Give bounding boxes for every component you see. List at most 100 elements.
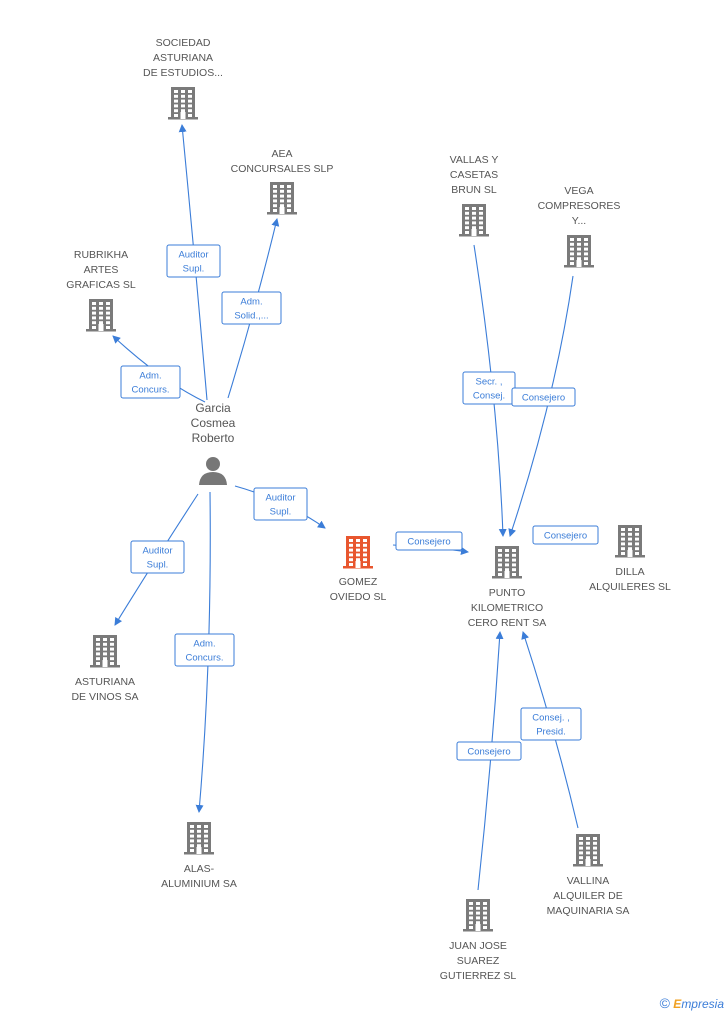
edge-label[interactable]: Adm. Solid.,... [221,291,282,325]
edge-label[interactable]: Consejero [456,741,522,761]
footer-brand: © Empresia [660,995,724,1011]
edge-label-text: Auditor [178,250,208,261]
person-icon [199,457,227,485]
node-label: ASTURIANA [75,676,135,688]
node-label: VALLINA [567,875,609,887]
edge-label-text: Consejero [467,747,510,758]
edge-label-text: Consejero [522,393,565,404]
edge-label-text: Solid.,... [234,311,268,322]
brand-name: mpresia [681,997,724,1011]
node-rubrikha[interactable]: RUBRIKHA ARTES GRAFICAS SL [66,249,136,332]
edge-label-text: Consej. , [532,713,570,724]
node-label: GRAFICAS SL [66,279,136,291]
edge-label-text: Adm. [139,371,161,382]
node-label: KILOMETRICO [471,602,543,614]
node-label: SUAREZ [457,955,500,967]
node-aea[interactable]: AEA CONCURSALES SLP [231,148,334,215]
node-label: JUAN JOSE [449,940,507,952]
building-icon [90,635,120,668]
node-vega[interactable]: VEGACOMPRESORESY... [538,185,621,268]
node-label: OVIEDO SL [330,591,387,603]
building-icon [343,536,373,569]
node-label: ALUMINIUM SA [161,878,237,890]
node-vallina[interactable]: VALLINA ALQUILER DE MAQUINARIA SA [547,834,630,917]
node-label: VEGA [564,185,593,197]
edge-label-text: Adm. [240,297,262,308]
node-label: CONCURSALES SLP [231,163,334,175]
node-label: SOCIEDAD [156,37,211,49]
node-label: ALQUILER DE [553,890,622,902]
edge-label-text: Supl. [183,264,205,275]
node-label: Roberto [192,431,235,445]
edge-label-text: Consejero [544,531,587,542]
edge-line [477,631,504,891]
edge-label[interactable]: Consej. , Presid. [520,707,582,741]
edge-label[interactable]: Secr. , Consej. [462,371,516,405]
edge-label-box [456,741,522,761]
node-alas[interactable]: ALAS- ALUMINIUM SA [161,822,237,890]
node-label: DILLA [615,566,644,578]
edge-label-box [253,487,308,521]
edge-label-box [174,633,235,667]
building-icon [615,525,645,558]
edge-label[interactable]: Consejero [395,531,463,551]
edge-label-text: Supl. [270,507,292,518]
edge-garcia-to-rubrikha: Adm. Concurs. [112,335,206,403]
node-punto[interactable]: PUNTO KILOMETRICO CERO RENT SA [468,546,547,629]
brand-initial: E [673,997,682,1011]
edge-gomez-to-punto: Consejero [392,531,469,555]
copyright-symbol: © [659,995,670,1011]
node-label: GOMEZ [339,576,378,588]
edge-garcia-to-aea: Adm. Solid.,... [221,218,282,399]
edge-dilla-to-punto: Consejero [532,525,599,545]
node-gomez[interactable]: GOMEZ OVIEDO SL [330,536,387,603]
node-label: Cosmea [191,416,236,430]
node-label: RUBRIKHA [74,249,128,261]
edge-label-text: Presid. [536,727,566,738]
node-label: PUNTO [489,587,526,599]
edge-label-text: Secr. , [476,377,503,388]
edge-label-text: Consej. [473,391,505,402]
building-icon [463,899,493,932]
edge-label[interactable]: Consejero [532,525,599,545]
node-label: ALAS- [184,863,215,875]
edge-vallina-to-punto: Consej. , Presid. [520,631,582,829]
node-label: Garcia [195,401,231,415]
node-label: CERO RENT SA [468,617,547,629]
node-label: CASETAS [450,169,498,181]
edges-layer: AuditorSupl.Adm.Solid.,...Adm.Concurs.Au… [112,124,599,891]
building-icon [184,822,214,855]
node-label: MAQUINARIA SA [547,905,630,917]
building-icon [168,87,198,120]
edge-label[interactable]: Consejero [511,387,576,407]
node-label: ARTES [84,264,119,276]
node-label: AEA [271,148,292,160]
building-icon [492,546,522,579]
edge-label[interactable]: Adm.Concurs. [174,633,235,667]
building-icon [573,834,603,867]
edge-label-box [221,291,282,325]
edge-label-text: Concurs. [185,653,223,664]
node-label: ASTURIANA [153,52,213,64]
edge-label[interactable]: Adm. Concurs. [120,365,181,399]
edge-label-box [511,387,576,407]
edge-label-text: Supl. [147,560,169,571]
edge-juanjose-to-punto: Consejero [456,631,522,891]
edge-garcia-to-alas: Adm.Concurs. [174,491,235,813]
node-label: Y... [572,215,586,227]
edge-label-text: Concurs. [131,385,169,396]
node-label: VALLAS Y [450,154,499,166]
